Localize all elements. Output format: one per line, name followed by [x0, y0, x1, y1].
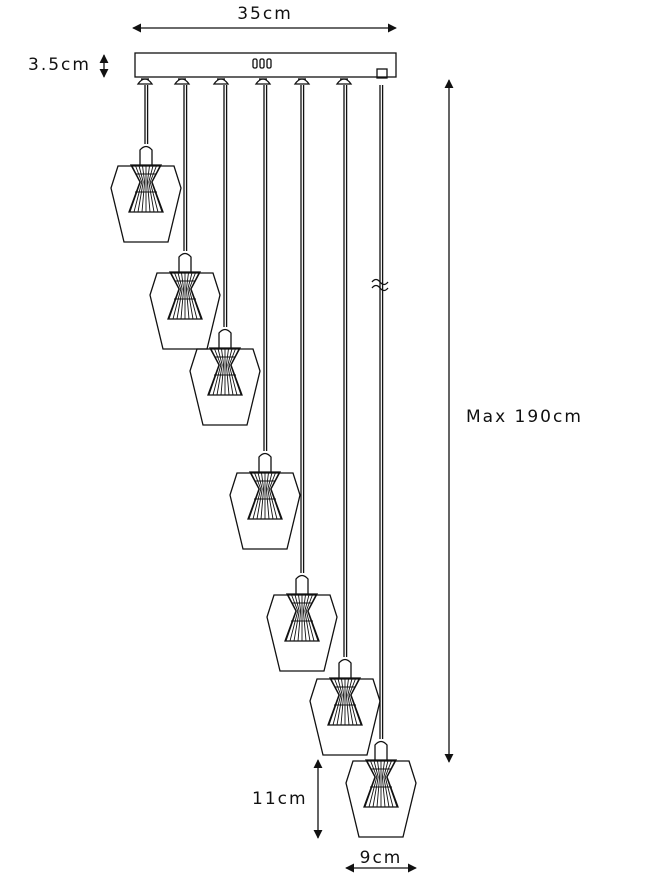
max-height-label: Max 190cm — [466, 407, 583, 427]
pendant-cord — [144, 85, 149, 144]
pendant-shades — [110, 145, 417, 838]
ceiling-canopy — [134, 52, 397, 78]
canopy-height-dimension: 3.5cm — [28, 54, 109, 78]
pendant-cord — [379, 85, 384, 739]
shade-width-label: 9cm — [360, 848, 403, 868]
cord-mount — [136, 78, 154, 85]
pendant-shade — [110, 145, 182, 243]
pendant-cord — [300, 85, 305, 573]
pendant-cord — [223, 85, 228, 327]
pendant-shade — [149, 252, 221, 350]
canopy-height-label: 3.5cm — [28, 55, 91, 75]
shade-height-dimension: 11cm — [252, 759, 323, 839]
width-label: 35cm — [237, 4, 293, 24]
pendant-shade — [229, 452, 301, 550]
cord-mounts — [136, 68, 388, 85]
cord-mount — [376, 68, 388, 79]
cord-break-symbol — [371, 278, 389, 292]
pendant-cord — [183, 85, 188, 251]
pendant-shade — [309, 658, 381, 756]
cord-mount — [335, 78, 353, 85]
pendant-shade — [345, 740, 417, 838]
shade-height-label: 11cm — [252, 789, 308, 809]
width-dimension: 35cm — [132, 4, 397, 33]
pendant-shade — [189, 328, 261, 426]
cord-mount — [293, 78, 311, 85]
cord-mount — [254, 78, 272, 85]
pendant-cord — [263, 85, 268, 451]
cord-mount — [173, 78, 191, 85]
pendant-cord — [343, 85, 348, 657]
pendant-shade — [266, 574, 338, 672]
pendant-cords — [144, 85, 384, 739]
shade-width-dimension: 9cm — [345, 848, 417, 873]
cord-mount — [212, 78, 230, 85]
max-height-dimension: Max 190cm — [444, 79, 583, 763]
